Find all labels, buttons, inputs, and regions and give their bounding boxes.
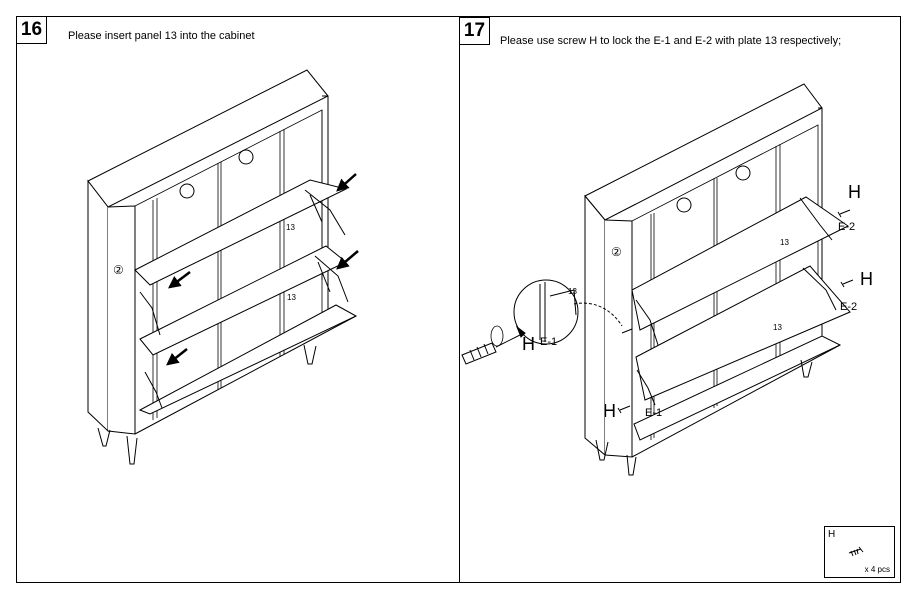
instruction-sheet-frame bbox=[16, 16, 901, 583]
step-17-bracket-label-middle: E-2 bbox=[840, 301, 857, 313]
step-16-panel-label-upper: 13 bbox=[286, 223, 295, 232]
step-17-screw-label-lower: H bbox=[603, 401, 616, 421]
hardware-box: H x 4 pcs bbox=[824, 526, 895, 578]
step-16-side-label: ② bbox=[113, 263, 124, 277]
detail-screw-label: H bbox=[522, 334, 535, 354]
step-17-side-label: ② bbox=[611, 245, 622, 259]
step-16-number: 16 bbox=[16, 16, 47, 44]
step-divider bbox=[459, 16, 460, 583]
hardware-name: H bbox=[828, 529, 836, 540]
detail-bracket-label: E-1 bbox=[540, 336, 557, 348]
step-17-screw-label-middle: H bbox=[860, 269, 873, 289]
step-17-instruction: Please use screw H to lock the E-1 and E… bbox=[500, 35, 842, 47]
screw-icon bbox=[848, 546, 864, 557]
detail-panel-label: 13 bbox=[568, 287, 577, 296]
step-17-panel-label-lower: 13 bbox=[773, 323, 782, 332]
step-17-screw-label-upper: H bbox=[848, 182, 861, 202]
step-17-panel-label-upper: 13 bbox=[780, 238, 789, 247]
step-17-bracket-label-lower: E-1 bbox=[645, 407, 662, 419]
hardware-quantity: x 4 pcs bbox=[864, 565, 890, 574]
step-16-instruction: Please insert panel 13 into the cabinet bbox=[68, 30, 255, 42]
step-16-cabinet bbox=[87, 69, 359, 465]
step-16-panel-label-lower: 13 bbox=[287, 293, 296, 302]
step-17-cabinet bbox=[461, 83, 854, 476]
step-17-number: 17 bbox=[459, 17, 490, 45]
step-17-bracket-label-upper: E-2 bbox=[838, 221, 855, 233]
